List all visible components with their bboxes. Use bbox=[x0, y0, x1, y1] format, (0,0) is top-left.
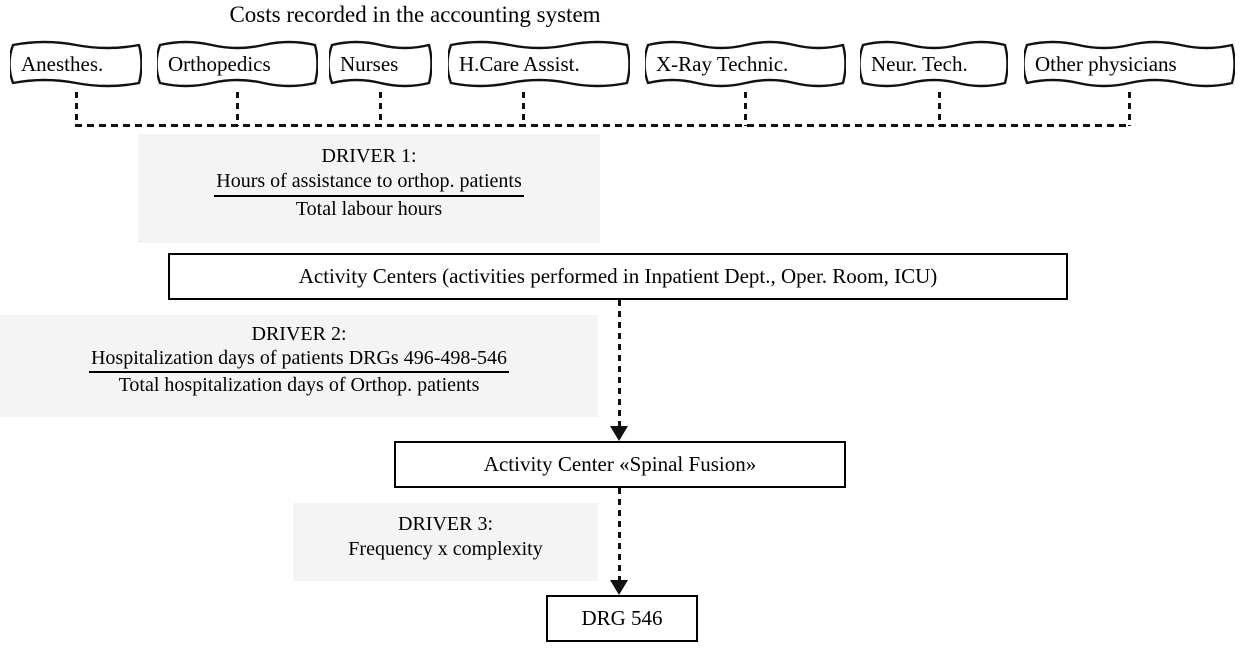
arrow2-shaft bbox=[618, 488, 621, 581]
connector-stub-other bbox=[1128, 92, 1131, 126]
cost-box-label: Other physicians bbox=[1035, 52, 1177, 76]
arrow2-head bbox=[610, 580, 628, 595]
activity-center-spinal-fusion-node: Activity Center «Spinal Fusion» bbox=[394, 441, 846, 488]
connector-stub-neur bbox=[938, 92, 941, 126]
cost-box-orthopedics: Orthopedics bbox=[157, 36, 318, 92]
driver3-block: DRIVER 3: Frequency x complexity bbox=[293, 503, 598, 581]
connector-stub-orthopedics bbox=[236, 92, 239, 126]
connector-stub-anesthes bbox=[75, 92, 78, 126]
cost-box-nurses: Nurses bbox=[329, 36, 432, 92]
driver1-heading: DRIVER 1: bbox=[321, 145, 417, 167]
cost-box-label: Orthopedics bbox=[168, 52, 271, 76]
driver3-heading: DRIVER 3: bbox=[398, 513, 493, 535]
diagram-title: Costs recorded in the accounting system bbox=[229, 2, 601, 27]
drg546-node: DRG 546 bbox=[546, 595, 698, 642]
cost-box-label: Anesthes. bbox=[21, 52, 104, 76]
driver1-block: DRIVER 1: Hours of assistance to orthop.… bbox=[138, 134, 600, 243]
connector-stub-xray bbox=[744, 92, 747, 126]
cost-box-label: Neur. Tech. bbox=[871, 52, 968, 76]
cost-box-neuro-technicians: Neur. Tech. bbox=[860, 36, 1008, 92]
driver2-heading: DRIVER 2: bbox=[251, 323, 347, 345]
connector-collector-line bbox=[75, 124, 1131, 127]
arrow1-head bbox=[610, 426, 628, 441]
cost-box-xray-technicians: X-Ray Technic. bbox=[645, 36, 846, 92]
cost-box-health-care-assist: H.Care Assist. bbox=[448, 36, 630, 92]
connector-stub-nurses bbox=[379, 92, 382, 126]
connector-stub-hcare bbox=[522, 92, 525, 126]
cost-box-anesthesiologists: Anesthes. bbox=[10, 36, 142, 92]
driver1-numerator: Hours of assistance to orthop. patients bbox=[214, 169, 524, 197]
driver3-formula: Frequency x complexity bbox=[348, 538, 543, 560]
driver2-block: DRIVER 2: Hospitalization days of patien… bbox=[0, 315, 598, 417]
cost-box-label: Nurses bbox=[340, 52, 399, 76]
arrow1-shaft bbox=[618, 300, 621, 427]
driver2-denominator: Total hospitalization days of Orthop. pa… bbox=[118, 374, 480, 396]
driver2-numerator: Hospitalization days of patients DRGs 49… bbox=[88, 346, 510, 373]
activity-centers-node: Activity Centers (activities performed i… bbox=[168, 253, 1068, 300]
driver1-denominator: Total labour hours bbox=[295, 198, 443, 220]
cost-box-label: X-Ray Technic. bbox=[656, 52, 789, 76]
cost-box-other-physicians: Other physicians bbox=[1024, 36, 1235, 92]
cost-box-label: H.Care Assist. bbox=[459, 52, 580, 76]
